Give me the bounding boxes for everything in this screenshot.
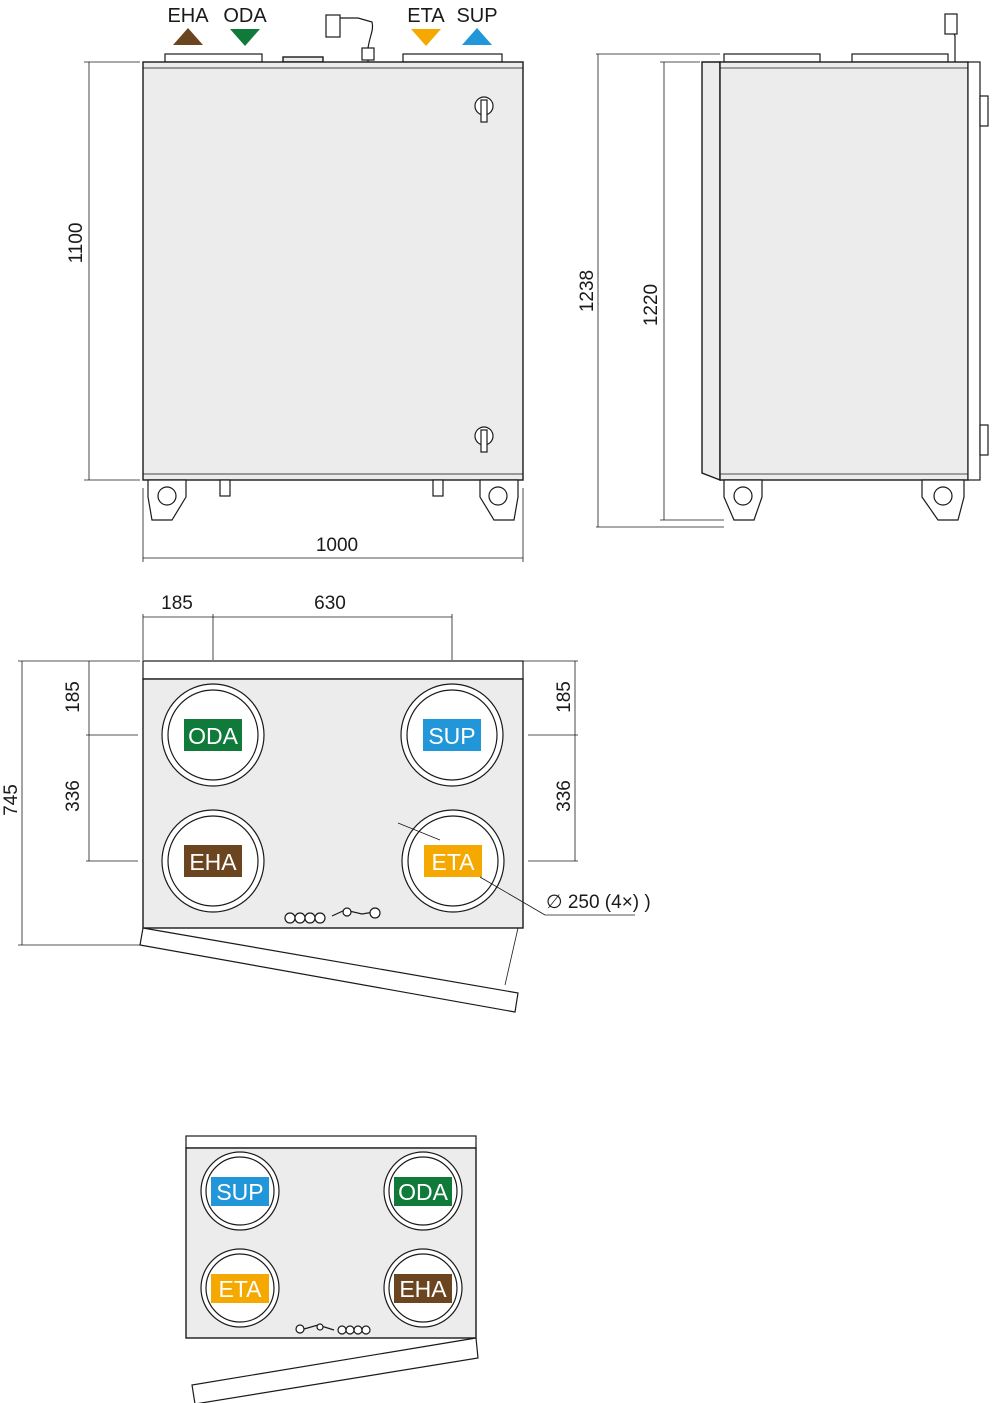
port-label: SUP (428, 723, 475, 749)
side-body-height-dim: 1220 (641, 284, 662, 326)
port-label: SUP (216, 1179, 263, 1205)
side-rail (967, 61, 981, 481)
cable-gland-strip (282, 56, 324, 63)
side-door (701, 61, 721, 482)
legend-eta-label: ETA (407, 5, 445, 27)
port-label: EHA (189, 849, 237, 875)
foot-right (921, 479, 965, 521)
lock-icon (474, 96, 494, 123)
port-bottom-right: ETA (401, 809, 505, 913)
plug-icon (944, 13, 958, 35)
open-door (191, 1337, 479, 1403)
side-view: 1238 1220 (577, 13, 989, 528)
port-label-bg (184, 845, 242, 877)
duct-collar (723, 53, 821, 63)
port-bottom-left: EHA (161, 809, 265, 913)
legend-oda-label: ODA (223, 5, 267, 27)
top-left-offset-dim: 185 (161, 593, 193, 614)
oda-arrow-down-icon (230, 29, 260, 46)
plug-icon (325, 14, 341, 38)
cabinet-front (142, 61, 524, 481)
cabinet-side (719, 61, 969, 481)
diameter-callout: ∅ 250 (4×) ) (546, 892, 651, 913)
eta-arrow-down-icon (411, 29, 441, 46)
port-label-bg (423, 719, 481, 751)
drain-stub (432, 479, 444, 497)
port-label: EHA (399, 1276, 447, 1302)
cable-gland (361, 47, 375, 61)
duct-collar (851, 53, 949, 63)
port-label-bg (211, 1274, 269, 1303)
side-total-height-dim: 1238 (577, 270, 598, 312)
port-label: ODA (188, 723, 239, 749)
foot-right (479, 479, 519, 521)
port-label-bg (394, 1177, 452, 1206)
port-label: ETA (431, 849, 475, 875)
eha-arrow-up-icon (173, 28, 203, 45)
port-bottom-right: EHA (383, 1248, 463, 1328)
port-top-left: SUP (200, 1151, 280, 1231)
port-label-bg (184, 719, 242, 751)
legend-eha-label: EHA (167, 5, 209, 27)
cabinet-bottom-edge (142, 473, 524, 481)
right-offset-dim: 185 (554, 681, 575, 713)
top-depth-dim: 745 (1, 784, 22, 816)
top-flange (142, 660, 524, 680)
top-view: ODA SUP EHA ETA (1, 593, 651, 1013)
port-top-right: ODA (383, 1151, 463, 1231)
right-spacing-dim: 336 (554, 780, 575, 812)
foot-left (723, 479, 763, 521)
mirror-view: SUP ODA ETA EHA (185, 1135, 479, 1403)
port-label: ETA (218, 1276, 262, 1302)
front-height-dim: 1100 (66, 223, 87, 264)
port-top-right: SUP (400, 683, 504, 787)
sup-arrow-up-icon (462, 28, 492, 45)
port-label-bg (394, 1274, 452, 1303)
connector-row (284, 907, 381, 924)
door-swing (504, 927, 519, 986)
drain-stub (219, 479, 231, 497)
lock-icon (474, 426, 494, 453)
port-label-bg (211, 1177, 269, 1206)
port-label-bg (424, 845, 482, 877)
port-bottom-left: ETA (200, 1248, 280, 1328)
foot-left (147, 479, 187, 521)
duct-collar (164, 53, 263, 63)
left-offset-dim: 185 (63, 681, 84, 713)
open-door (139, 927, 519, 1013)
front-width-dim: 1000 (316, 535, 358, 556)
legend-sup-label: SUP (456, 5, 497, 27)
connector-row (295, 1323, 371, 1335)
front-view: 1100 1000 (66, 14, 524, 562)
power-cable (336, 17, 374, 62)
port-label: ODA (398, 1179, 449, 1205)
cabinet-top-edge (142, 61, 524, 69)
airflow-legend: EHA ODA ETA SUP (167, 5, 498, 46)
left-spacing-dim: 336 (63, 780, 84, 812)
hinge (979, 95, 989, 127)
port-top-left: ODA (161, 683, 265, 787)
top-spacing-dim: 630 (314, 593, 346, 614)
duct-collar (402, 53, 503, 63)
hinge (979, 424, 989, 456)
top-flange (185, 1135, 477, 1149)
